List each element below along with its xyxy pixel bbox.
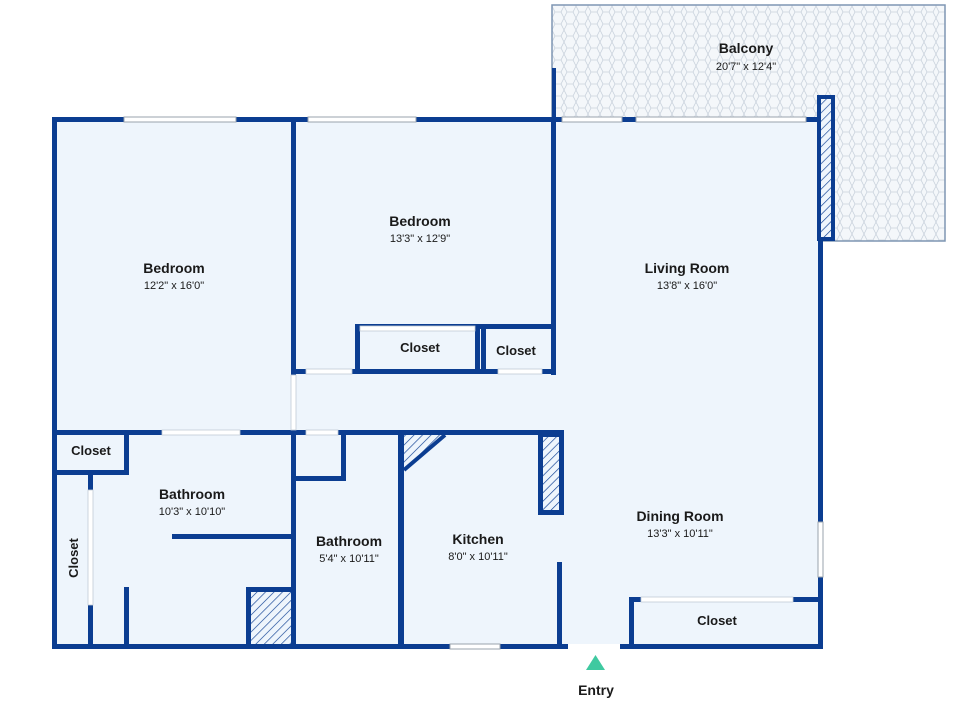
doorway-dining-closet [640, 596, 794, 603]
wall-east [818, 97, 823, 649]
balcony-chase [817, 95, 835, 241]
closet-left-label: Closet [71, 443, 111, 458]
bathroom-mid-label: Bathroom [316, 533, 382, 549]
room-labels: Balcony 20'7" x 12'4" Bedroom 12'2" x 16… [143, 40, 776, 565]
doorway-bath-closet [87, 489, 94, 606]
wall-bath-stub [124, 587, 129, 647]
kitchen-dims: 8'0" x 10'11" [448, 551, 508, 563]
interior-floor [55, 121, 822, 646]
wall-kitchen-east [557, 562, 562, 649]
wall-bath-top-a [296, 430, 306, 435]
wall-balcony-left [552, 68, 556, 122]
wall-bath-closet-right [341, 430, 346, 481]
wall-closet-left [355, 324, 360, 374]
wall-dining-closet-left [629, 597, 634, 647]
wall-bath-top-b [338, 430, 406, 435]
doorway-mid-bedroom [305, 368, 353, 375]
kitchen-corner-line [402, 433, 447, 472]
dining-room-label: Dining Room [636, 508, 723, 524]
wall-kitchen-top [398, 430, 564, 435]
window-mid-bedroom [307, 116, 417, 123]
wall-south-right [620, 644, 823, 649]
closet-dining-label: Closet [697, 613, 737, 628]
wall-kitchen-west [398, 430, 404, 649]
wall-bath-chase-left [246, 587, 251, 647]
closet-mid-2-label: Closet [496, 343, 536, 358]
bathroom-mid-dims: 5'4" x 10'11" [319, 553, 379, 565]
balcony-dims: 20'7" x 12'4" [716, 61, 776, 73]
closet-bath-side-label: Closet [66, 537, 81, 577]
kitchen-label: Kitchen [452, 531, 503, 547]
wall-bedrooms-divider [291, 117, 296, 375]
doorway-closet-1 [359, 325, 476, 332]
wall-mid-bedroom-east [551, 117, 556, 375]
wall-west [52, 117, 57, 649]
bathroom-left-dims: 10'3" x 10'10" [159, 506, 226, 518]
wall-closet-left-east [124, 430, 129, 474]
doorway-bedroom [290, 374, 297, 431]
wall-bath-closet-top [88, 470, 93, 490]
entry-opening [568, 644, 620, 649]
living-room-dims: 13'8" x 16'0" [657, 280, 717, 292]
floor-area [55, 121, 822, 646]
closet-mid-1-label: Closet [400, 340, 440, 355]
wall-bath-divider [291, 430, 296, 649]
wall-mid-bedroom-south [296, 369, 556, 374]
balcony-label: Balcony [719, 40, 774, 56]
wall-bath-vanity [172, 534, 292, 539]
window-living-b [635, 116, 807, 123]
dining-room-dims: 13'3" x 10'11" [647, 528, 713, 540]
bathroom-left-label: Bathroom [159, 486, 225, 502]
wall-north-left [52, 117, 555, 122]
closet-labels: Closet Closet Closet Closet Closet [66, 340, 738, 628]
doorway-closet-2 [497, 368, 543, 375]
bath-chase [251, 592, 291, 644]
bedroom-left-label: Bedroom [143, 260, 204, 276]
bedroom-mid-label: Bedroom [389, 213, 450, 229]
wall-bath-closet-bottom [88, 605, 93, 647]
doorway-bath-left [161, 429, 241, 436]
wall-bath-closet-bottom2 [296, 476, 346, 481]
wall-closet-mid [475, 324, 480, 374]
entry-label: Entry [578, 682, 614, 698]
bedroom-mid-dims: 13'3" x 12'9" [390, 233, 450, 245]
kitchen-chase [543, 437, 559, 510]
windows [87, 116, 824, 650]
wall-south-left [52, 644, 568, 649]
living-room-label: Living Room [645, 260, 730, 276]
doorway-bath-mid [305, 429, 339, 436]
entry: Entry [578, 655, 614, 698]
wall-dining-closet-top [793, 597, 821, 602]
wall-closet-mid2 [481, 324, 486, 374]
chases [251, 95, 835, 644]
triangle-up-icon [586, 655, 605, 670]
bedroom-left-dims: 12'2" x 16'0" [144, 280, 204, 292]
window-living-a [561, 116, 623, 123]
window-left-bedroom [123, 116, 237, 123]
window-dining [817, 521, 824, 578]
wall-dining-closet-top-left [629, 597, 641, 602]
window-kitchen [449, 643, 501, 650]
wall-bath-chase-top [246, 587, 294, 592]
